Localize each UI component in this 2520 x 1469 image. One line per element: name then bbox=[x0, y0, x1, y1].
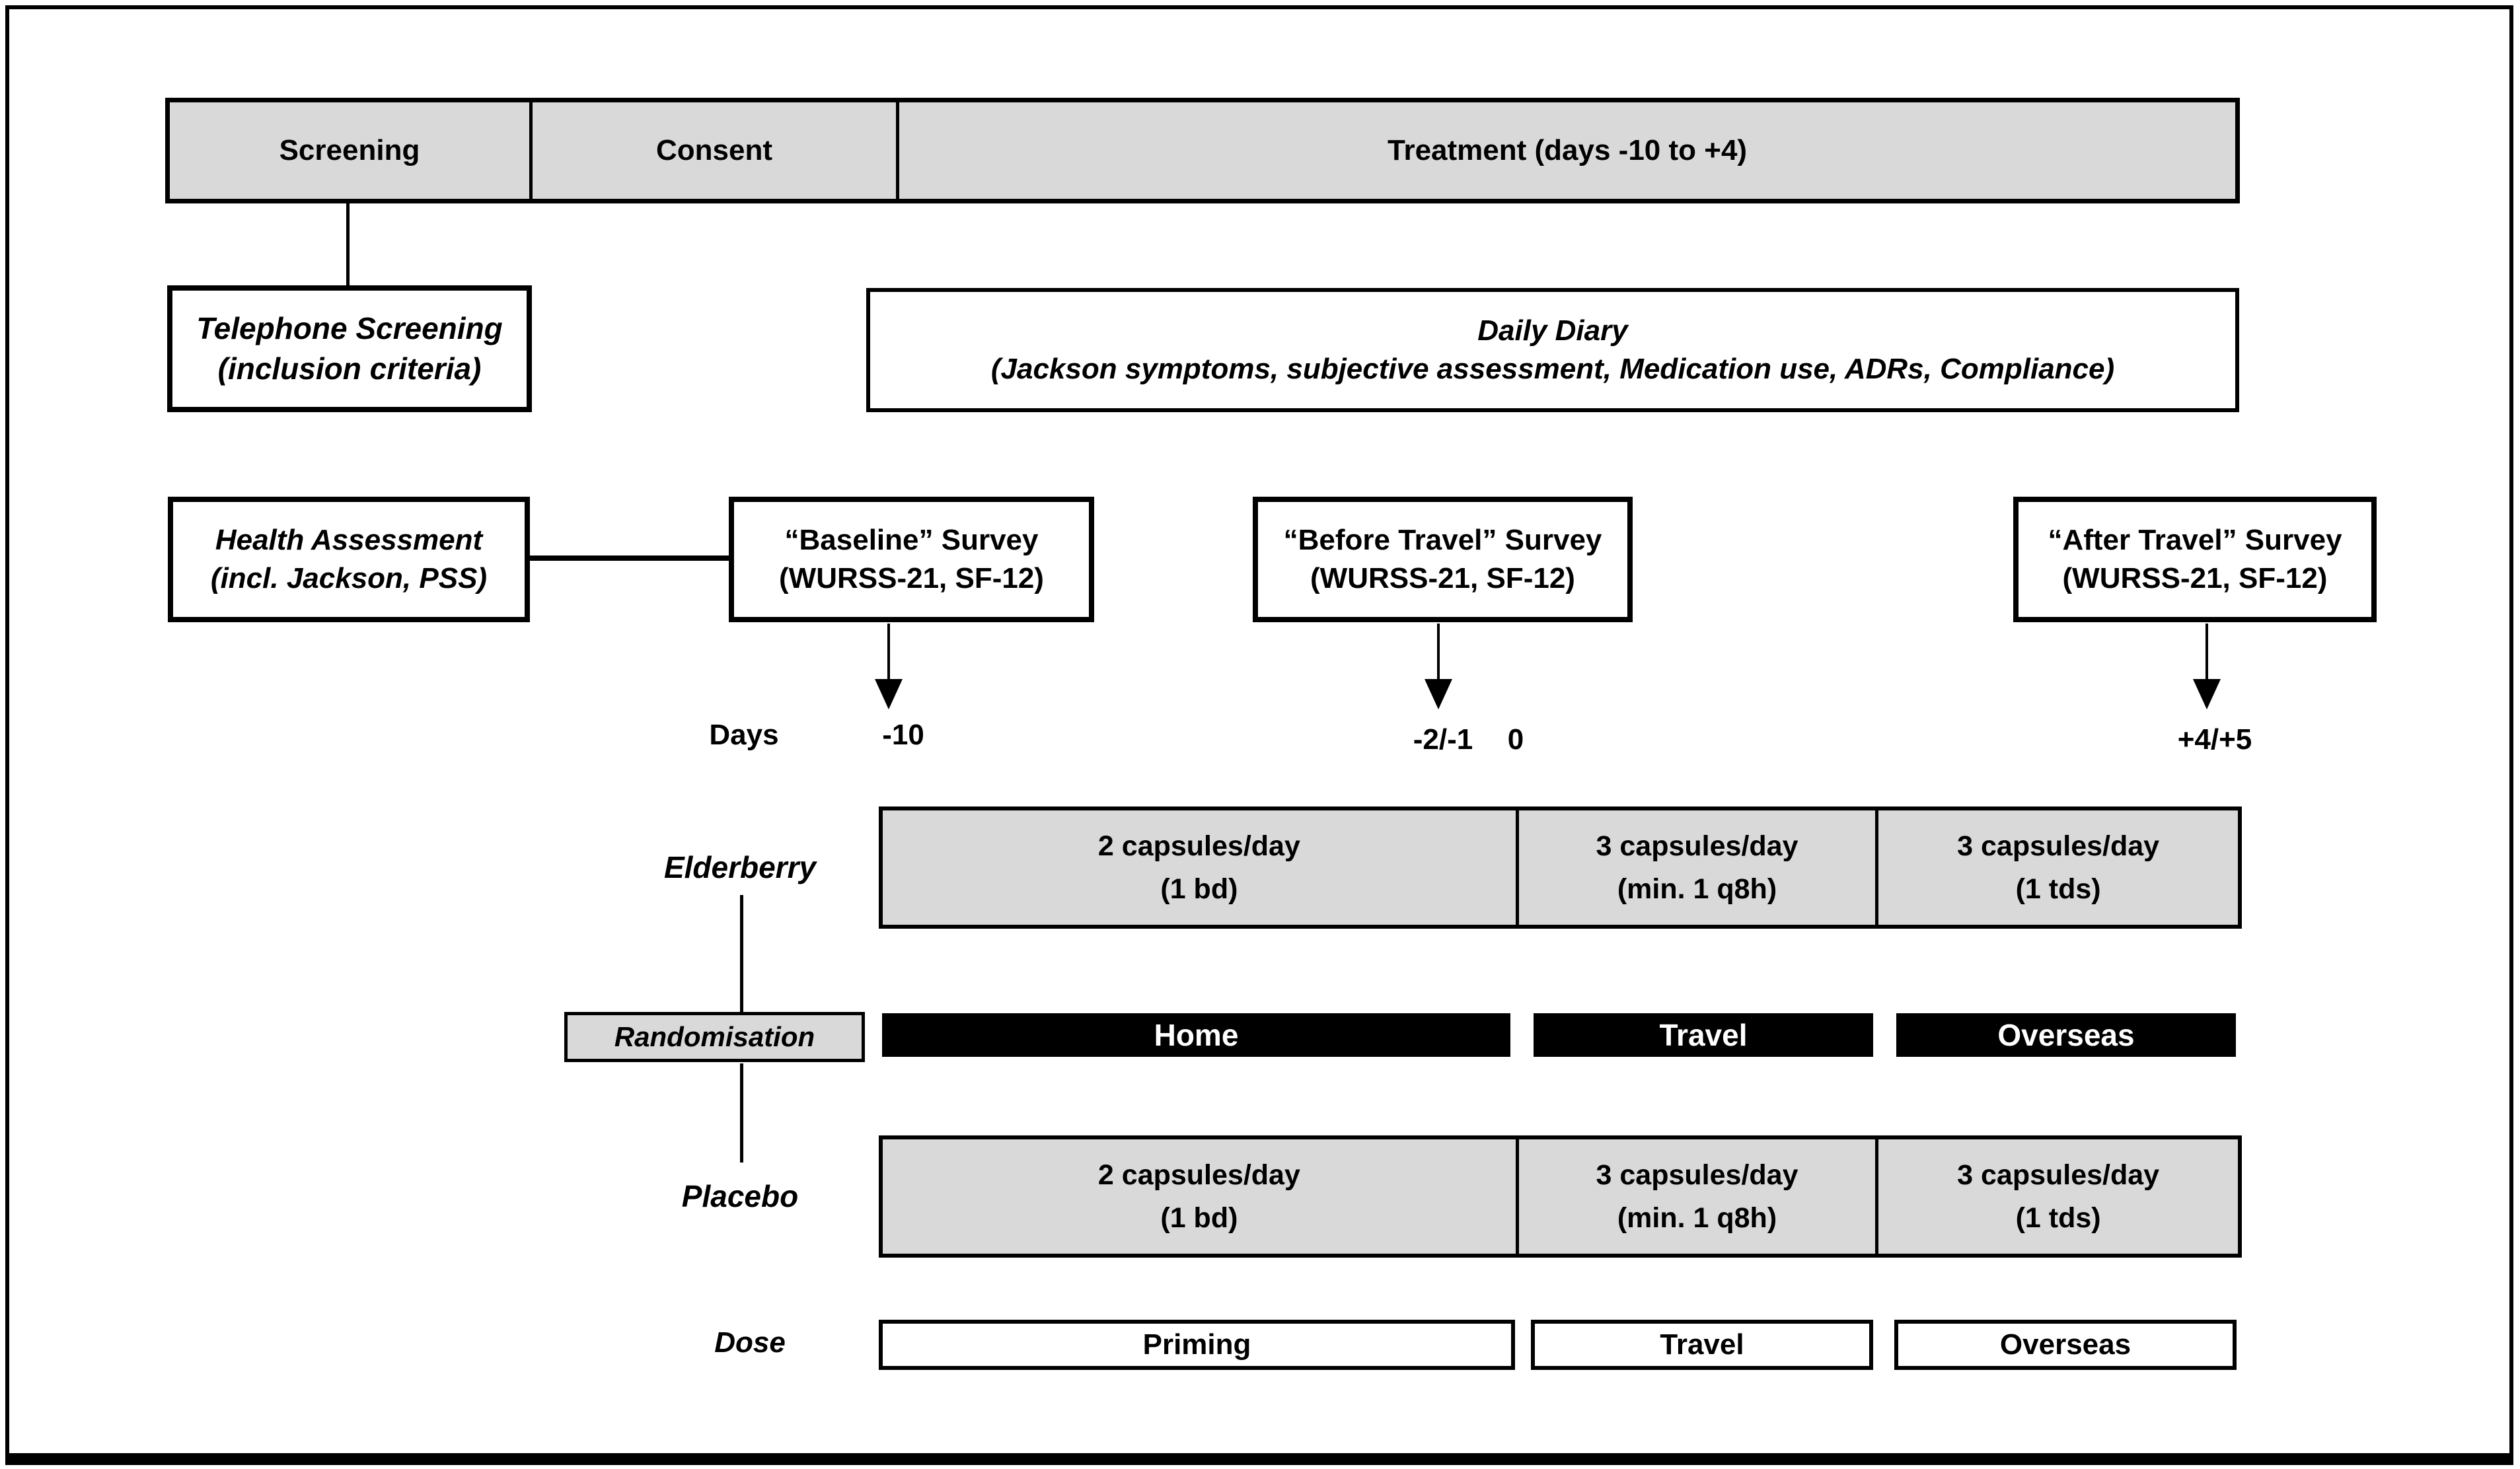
phase-screening: Screening bbox=[170, 102, 529, 199]
placebo-dosing-bar: 2 capsules/day (1 bd) 3 capsules/day (mi… bbox=[879, 1135, 2242, 1258]
dose-travel-label: Travel bbox=[1660, 1328, 1744, 1361]
daily-diary-box: Daily Diary (Jackson symptoms, subjectiv… bbox=[866, 288, 2239, 412]
daily-diary-line1: Daily Diary bbox=[1477, 314, 1628, 347]
elderberry-overseas-dose-cell: 3 capsules/day (1 tds) bbox=[1875, 810, 2238, 925]
baseline-survey-box: “Baseline” Survey (WURSS-21, SF-12) bbox=[729, 497, 1094, 622]
phase-screening-label: Screening bbox=[279, 134, 420, 166]
down-arrow-icon bbox=[1425, 679, 1452, 709]
telephone-screening-box: Telephone Screening (inclusion criteria) bbox=[167, 285, 532, 412]
connector-randomisation-placebo bbox=[740, 1063, 743, 1163]
dose-cell-line2: (1 tds) bbox=[2015, 1201, 2101, 1234]
daily-diary-line2: (Jackson symptoms, subjective assessment… bbox=[990, 353, 2115, 385]
connector-health-baseline bbox=[530, 555, 729, 561]
period-home-bar: Home bbox=[882, 1013, 1510, 1057]
dose-cell-line2: (min. 1 q8h) bbox=[1617, 1201, 1777, 1234]
day-tick-after-travel: +4/+5 bbox=[2177, 723, 2252, 756]
telephone-screening-line2: (inclusion criteria) bbox=[217, 351, 482, 386]
dose-overseas-box: Overseas bbox=[1894, 1320, 2237, 1370]
connector-elderberry-randomisation bbox=[740, 895, 743, 1012]
dose-priming-box: Priming bbox=[879, 1320, 1515, 1370]
baseline-survey-line2: (WURSS-21, SF-12) bbox=[779, 562, 1044, 594]
telephone-screening-line1: Telephone Screening bbox=[196, 311, 503, 346]
dose-cell-line1: 3 capsules/day bbox=[1596, 830, 1798, 862]
down-arrow-icon bbox=[2193, 679, 2221, 709]
period-overseas-label: Overseas bbox=[1997, 1018, 2135, 1052]
health-assessment-line1: Health Assessment bbox=[215, 523, 483, 556]
after-travel-arrow-stem bbox=[2205, 624, 2208, 679]
elderberry-arm-label: Elderberry bbox=[663, 850, 817, 884]
before-travel-survey-box: “Before Travel” Survey (WURSS-21, SF-12) bbox=[1253, 497, 1633, 622]
phase-treatment-label: Treatment (days -10 to +4) bbox=[1388, 134, 1748, 166]
dose-overseas-label: Overseas bbox=[1999, 1328, 2131, 1361]
day-tick-zero: 0 bbox=[1507, 723, 1524, 756]
dose-cell-line2: (min. 1 q8h) bbox=[1617, 873, 1777, 905]
dose-cell-line2: (1 tds) bbox=[2015, 873, 2101, 905]
after-travel-survey-line2: (WURSS-21, SF-12) bbox=[2062, 562, 2328, 594]
dose-cell-line1: 3 capsules/day bbox=[1596, 1159, 1798, 1191]
randomisation-box: Randomisation bbox=[564, 1012, 865, 1062]
baseline-survey-line1: “Baseline” Survey bbox=[784, 523, 1039, 556]
after-travel-survey-line1: “After Travel” Survey bbox=[2048, 523, 2342, 556]
period-travel-bar: Travel bbox=[1534, 1013, 1873, 1057]
day-tick-before-travel: -2/-1 bbox=[1413, 723, 1473, 756]
health-assessment-line2: (incl. Jackson, PSS) bbox=[210, 562, 488, 594]
dose-travel-box: Travel bbox=[1531, 1320, 1873, 1370]
elderberry-dosing-bar: 2 capsules/day (1 bd) 3 capsules/day (mi… bbox=[879, 806, 2242, 929]
phase-consent: Consent bbox=[529, 102, 896, 199]
placebo-overseas-dose-cell: 3 capsules/day (1 tds) bbox=[1875, 1139, 2238, 1254]
period-travel-label: Travel bbox=[1659, 1018, 1748, 1052]
health-assessment-box: Health Assessment (incl. Jackson, PSS) bbox=[168, 497, 530, 622]
phase-treatment: Treatment (days -10 to +4) bbox=[896, 102, 2235, 199]
placebo-home-dose-cell: 2 capsules/day (1 bd) bbox=[883, 1139, 1516, 1254]
diagram-outer-border bbox=[5, 5, 2513, 1465]
placebo-arm-label: Placebo bbox=[681, 1179, 799, 1213]
phase-consent-label: Consent bbox=[656, 134, 772, 166]
dose-cell-line1: 3 capsules/day bbox=[1957, 1159, 2160, 1191]
dose-row-label: Dose bbox=[714, 1326, 786, 1359]
dose-cell-line1: 3 capsules/day bbox=[1957, 830, 2160, 862]
dose-cell-line2: (1 bd) bbox=[1160, 873, 1238, 905]
baseline-arrow-stem bbox=[887, 624, 890, 679]
elderberry-home-dose-cell: 2 capsules/day (1 bd) bbox=[883, 810, 1516, 925]
dose-priming-label: Priming bbox=[1142, 1328, 1251, 1361]
dose-cell-line1: 2 capsules/day bbox=[1097, 830, 1300, 862]
randomisation-label: Randomisation bbox=[614, 1021, 815, 1052]
before-travel-survey-line2: (WURSS-21, SF-12) bbox=[1310, 562, 1575, 594]
dose-cell-line2: (1 bd) bbox=[1160, 1201, 1238, 1234]
after-travel-survey-box: “After Travel” Survey (WURSS-21, SF-12) bbox=[2013, 497, 2377, 622]
period-home-label: Home bbox=[1154, 1018, 1239, 1052]
placebo-travel-dose-cell: 3 capsules/day (min. 1 q8h) bbox=[1515, 1139, 1875, 1254]
down-arrow-icon bbox=[875, 679, 903, 709]
before-travel-survey-line1: “Before Travel” Survey bbox=[1283, 523, 1602, 556]
phase-bar: Screening Consent Treatment (days -10 to… bbox=[165, 98, 2240, 203]
period-overseas-bar: Overseas bbox=[1896, 1013, 2236, 1057]
dose-cell-line1: 2 capsules/day bbox=[1097, 1159, 1300, 1191]
elderberry-travel-dose-cell: 3 capsules/day (min. 1 q8h) bbox=[1515, 810, 1875, 925]
connector-screening-telephone bbox=[346, 203, 350, 287]
days-label: Days bbox=[709, 719, 779, 751]
before-travel-arrow-stem bbox=[1437, 624, 1440, 679]
day-tick-baseline: -10 bbox=[882, 719, 924, 751]
